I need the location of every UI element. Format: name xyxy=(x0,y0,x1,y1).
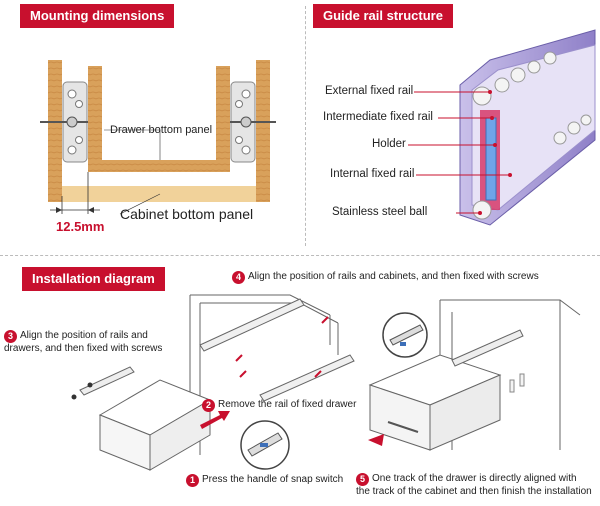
installation-diagram-header: Installation diagram xyxy=(22,267,165,291)
cabinet-left-side xyxy=(48,60,62,202)
drawer-bottom-panel-label: Drawer bottom panel xyxy=(110,124,213,136)
vertical-divider xyxy=(305,6,306,246)
intermediate-fixed-rail-label: Intermediate fixed rail xyxy=(323,111,433,123)
step-5-badge: 5 xyxy=(356,473,369,486)
left-slide-rail xyxy=(40,81,88,163)
holder-label: Holder xyxy=(372,138,406,150)
stainless-steel-ball-label: Stainless steel ball xyxy=(332,206,428,218)
step-1-badge: 1 xyxy=(186,474,199,487)
external-fixed-rail-label: External fixed rail xyxy=(325,85,414,97)
step-3-badge: 3 xyxy=(4,330,17,343)
installation-right-drawing xyxy=(368,299,581,451)
step-4-badge: 4 xyxy=(232,271,245,284)
step-1-label: Press the handle of snap switch xyxy=(202,474,344,485)
cabinet-bottom-panel xyxy=(62,186,270,202)
step-2-label: Remove the rail of fixed drawer xyxy=(218,399,357,410)
step-3-label: Align the position of rails and drawers,… xyxy=(4,330,163,354)
drawer-left-side xyxy=(88,66,102,170)
gap-dimension-label: 12.5mm xyxy=(56,219,105,234)
drawer-right-side xyxy=(216,66,230,170)
horizontal-divider xyxy=(0,255,600,256)
cabinet-bottom-panel-label: Cabinet bottom panel xyxy=(120,206,254,222)
mounting-dimensions-header: Mounting dimensions xyxy=(20,4,175,28)
guide-rail-leaders xyxy=(408,90,512,215)
step-4-label: Align the position of rails and cabinets… xyxy=(248,271,539,282)
step-2-badge: 2 xyxy=(202,399,215,412)
step-5-label: One track of the drawer is directly alig… xyxy=(356,473,592,497)
guide-rail-structure-header: Guide rail structure xyxy=(313,4,453,28)
drawer-bottom-panel xyxy=(88,160,230,172)
internal-fixed-rail-label: Internal fixed rail xyxy=(330,168,415,180)
installation-left-drawing xyxy=(71,294,355,471)
cabinet-right-side xyxy=(256,60,270,202)
right-slide-rail xyxy=(230,81,276,163)
mounting-dimensions-drawing xyxy=(40,60,276,215)
